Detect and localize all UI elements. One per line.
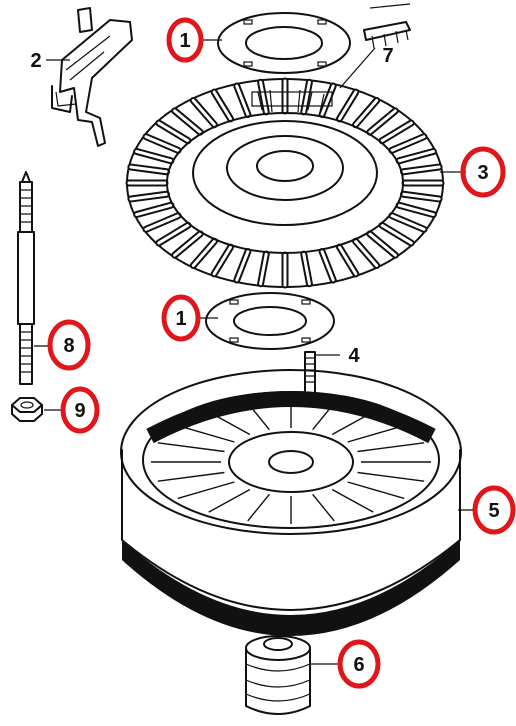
callout-7: 7 (382, 45, 393, 67)
svg-text:3: 3 (477, 162, 488, 184)
callout-5: 5 (472, 485, 516, 535)
stator-tooth-highlight (135, 149, 173, 163)
stator-tooth-highlight (397, 149, 435, 163)
stator-part-icon (125, 77, 445, 289)
stator-tooth-highlight (337, 90, 358, 121)
rotor-fin (331, 411, 374, 436)
stator-tooth-highlight (320, 84, 335, 117)
rotor-fin (247, 402, 270, 431)
svg-text:4: 4 (348, 345, 360, 367)
svg-text:7: 7 (382, 45, 393, 67)
stator-tooth-highlight (144, 135, 180, 152)
stator-tooth-highlight (368, 109, 397, 134)
stator-tooth-highlight (212, 90, 233, 121)
rotor-fin (177, 424, 235, 443)
bracket-part-icon (51, 7, 133, 147)
svg-text:5: 5 (488, 500, 499, 522)
stator-tooth-highlight (129, 165, 168, 174)
rotor-fin (357, 471, 425, 482)
callout-8: 8 (47, 319, 91, 371)
rotor-fin (347, 424, 405, 443)
svg-text:8: 8 (63, 335, 74, 357)
threaded-shaft-icon (17, 171, 35, 385)
rotor-fin (357, 442, 425, 453)
stator-tooth-highlight (390, 214, 426, 231)
rotor-fin (177, 481, 235, 500)
stator-tooth-highlight (354, 98, 379, 127)
callout-9: 9 (60, 386, 100, 434)
stator-tooth-highlight (302, 252, 311, 286)
stator-tooth-highlight (259, 80, 268, 114)
rotor-fin (208, 411, 251, 436)
callout-6: 6 (337, 639, 381, 689)
callout-4: 4 (348, 345, 360, 367)
retainer-plate-top-icon (217, 12, 351, 74)
stator-tooth-highlight (135, 203, 173, 217)
rotor-fin (247, 493, 270, 522)
rotor-fin (208, 488, 251, 513)
stator-tooth-highlight (157, 223, 190, 245)
stator-tooth-highlight (397, 203, 435, 217)
stator-tooth-highlight (354, 239, 379, 268)
callout-2: 2 (30, 50, 41, 72)
stator-tooth-highlight (129, 192, 168, 201)
rotor-fin (312, 493, 335, 522)
svg-text:1: 1 (175, 308, 186, 330)
rotor-fin (157, 471, 225, 482)
leader-lines (34, 39, 474, 665)
stator-tooth-highlight (235, 249, 250, 282)
svg-text:2: 2 (30, 50, 41, 72)
stator-tooth-highlight (157, 121, 190, 143)
hex-nut-icon (11, 397, 43, 422)
stator-tooth-highlight (402, 165, 441, 174)
stator-tooth-highlight (173, 232, 202, 257)
rotor-part-icon (120, 369, 462, 636)
svg-text:9: 9 (74, 400, 85, 422)
stator-tooth-highlight (380, 223, 413, 245)
rotor-fin (331, 488, 374, 513)
retainer-plate-lower-icon (205, 292, 335, 350)
stator-tooth-highlight (302, 80, 311, 114)
stator-tooth-highlight (191, 239, 216, 268)
stator-tooth-highlight (173, 109, 202, 134)
stator-tooth-highlight (402, 192, 441, 201)
stator-tooth-highlight (235, 84, 250, 117)
stator-tooth-highlight (320, 249, 335, 282)
callout-3: 3 (460, 146, 506, 198)
stator-tooth-highlight (144, 214, 180, 231)
rotor-fin (347, 481, 405, 500)
connector-clip-icon (363, 3, 411, 49)
rotor-fin (157, 442, 225, 453)
callout-1-top: 1 (166, 17, 204, 63)
rotor-fin (312, 402, 335, 431)
svg-text:6: 6 (353, 654, 364, 676)
stator-tooth-highlight (337, 245, 358, 276)
svg-text:1: 1 (179, 30, 190, 52)
stator-tooth-highlight (380, 121, 413, 143)
stator-tooth-highlight (212, 245, 233, 276)
stator-tooth-highlight (259, 252, 268, 286)
stator-tooth-highlight (390, 135, 426, 152)
callout-1-lower: 1 (161, 294, 201, 342)
stator-tooth-highlight (191, 98, 216, 127)
stator-tooth-highlight (368, 232, 397, 257)
hub-coupling-icon (245, 635, 311, 715)
